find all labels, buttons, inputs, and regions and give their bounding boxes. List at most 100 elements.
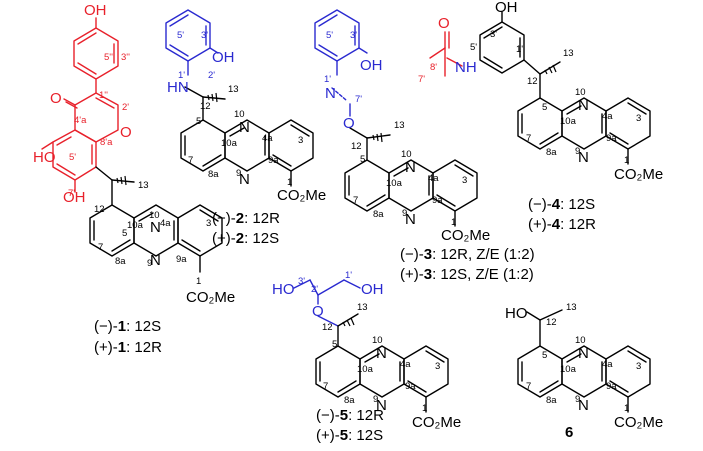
- caption-2-plus: (+)-2: 12S: [212, 230, 279, 247]
- compound-number: 3: [423, 266, 433, 283]
- caption-3-minus: (−)-3: 12R, Z/E (1:2): [400, 246, 535, 263]
- imine-nitrogen-label: N: [325, 85, 336, 102]
- hydroxyl-label: HO: [505, 305, 528, 322]
- locant-label: 13: [228, 84, 239, 95]
- locant-label: 9a: [432, 195, 443, 206]
- locant-label: 5: [196, 116, 201, 127]
- locant-label: 8a: [546, 395, 557, 406]
- hydroxyl-label: OH: [360, 57, 383, 74]
- caption-4-plus: (+)-4: 12R: [528, 216, 596, 233]
- locant-label: 9: [147, 258, 152, 269]
- nitrogen-label: N: [150, 252, 161, 269]
- caption-sign: (−)-: [94, 318, 118, 335]
- locant-label: 10a: [560, 116, 577, 127]
- caption-sign: (−)-: [400, 246, 424, 263]
- locant-label: 3': [490, 29, 497, 40]
- locant-label: 8a: [373, 209, 384, 220]
- nitrogen-label: N: [405, 211, 416, 228]
- locant-label: 9a: [176, 254, 187, 265]
- locant-label: 1': [178, 70, 185, 81]
- compound-4-structure: [429, 11, 651, 165]
- locant-label: 4a: [262, 133, 273, 144]
- locant-label: 3: [298, 135, 303, 146]
- locant-label: 3'': [121, 52, 130, 63]
- caption-config: : 12S, Z/E (1:2): [432, 266, 534, 283]
- compound-1-structure: [41, 17, 223, 273]
- locant-label: 4a: [602, 111, 613, 122]
- atom-labels: OHHOOHOO5''3''1''2'4'a8'a5'7'1213NN1010a…: [33, 0, 663, 431]
- locant-label: 10: [372, 335, 383, 346]
- compound-number: 3: [423, 246, 433, 263]
- hydroxyl-label: OH: [212, 49, 235, 66]
- locant-label: 10a: [221, 138, 238, 149]
- compound-number: 1: [117, 339, 127, 356]
- locant-label: 5: [332, 339, 337, 350]
- locant-label: 10: [401, 149, 412, 160]
- locant-label: 4a: [428, 173, 439, 184]
- caption-config: : 12R: [560, 216, 596, 233]
- amide-nitrogen-label: NH: [455, 59, 477, 76]
- caption-config: : 12S: [348, 427, 384, 444]
- compound-number: 2: [235, 210, 245, 227]
- nitrogen-label: N: [578, 97, 589, 114]
- locant-label: 5': [470, 42, 477, 53]
- locant-label: 7: [323, 381, 328, 392]
- carbonyl-oxygen-label: O: [438, 15, 450, 32]
- locant-label: 12: [527, 76, 538, 87]
- caption-sign: (−)-: [316, 407, 340, 424]
- nitrogen-label: N: [578, 345, 589, 362]
- locant-label: 7: [98, 242, 103, 253]
- locant-label: 8': [430, 62, 437, 73]
- compound-3-structure: [314, 9, 478, 227]
- hydroxyl-label: OH: [84, 2, 107, 19]
- hydroxyl-label: HO: [33, 149, 56, 166]
- locant-label: 8a: [208, 169, 219, 180]
- locant-label: 10: [149, 210, 160, 221]
- caption-1-minus: (−)-1: 12S: [94, 318, 161, 335]
- locant-label: 1'': [99, 90, 108, 101]
- caption-2-minus: (−)-2: 12R: [212, 210, 280, 227]
- locant-label: 3: [636, 113, 641, 124]
- locant-label: 10a: [560, 364, 577, 375]
- caption-config: : 12R: [348, 407, 384, 424]
- locant-label: 10a: [357, 364, 374, 375]
- locant-label: 5': [69, 152, 76, 163]
- locant-label: 1': [345, 270, 352, 281]
- locant-label: 8a: [115, 256, 126, 267]
- caption-sign: (−)-: [212, 210, 236, 227]
- locant-label: 9: [402, 208, 407, 219]
- locant-label: 1': [324, 74, 331, 85]
- locant-label: 7: [526, 381, 531, 392]
- locant-label: 1': [516, 44, 523, 55]
- locant-label: 1: [422, 403, 427, 414]
- locant-label: 8a: [546, 147, 557, 158]
- locant-label: 9: [236, 168, 241, 179]
- caption-4-minus: (−)-4: 12S: [528, 196, 595, 213]
- locant-label: 5': [177, 30, 184, 41]
- locant-label: 10: [575, 87, 586, 98]
- compound-number: 4: [551, 196, 561, 213]
- caption-sign: (+)-: [212, 230, 236, 247]
- compound-number: 5: [339, 427, 349, 444]
- locant-label: 1: [451, 217, 456, 228]
- locant-label: 12: [322, 322, 333, 333]
- locant-label: 5: [542, 350, 547, 361]
- compound-number: 2: [235, 230, 245, 247]
- nitrogen-label: N: [376, 397, 387, 414]
- nitrogen-label: N: [578, 149, 589, 166]
- locant-label: 5: [360, 154, 365, 165]
- locant-label: 4a: [400, 359, 411, 370]
- hydroxyl-label: OH: [361, 281, 384, 298]
- locant-label: 5'': [104, 52, 113, 63]
- compound-2-structure: [165, 9, 314, 187]
- locant-label: 9a: [405, 381, 416, 392]
- locant-label: 9a: [268, 155, 279, 166]
- locant-label: 3': [201, 30, 208, 41]
- locant-label: 10a: [386, 178, 403, 189]
- locant-label: 1: [624, 403, 629, 414]
- locant-label: 7: [353, 195, 358, 206]
- locant-label: 13: [394, 120, 405, 131]
- locant-label: 3': [298, 276, 305, 287]
